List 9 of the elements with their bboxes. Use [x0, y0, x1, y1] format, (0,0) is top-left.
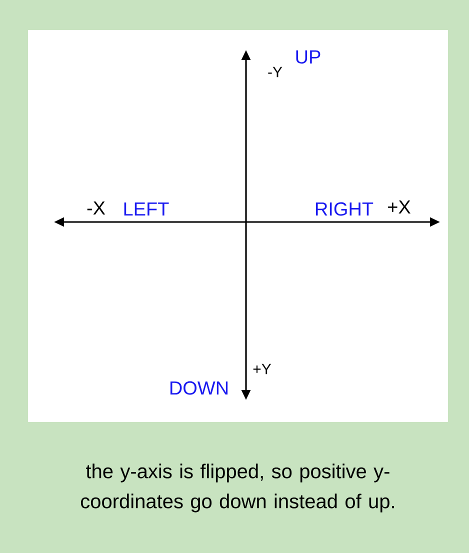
direction-label: DOWN	[170, 381, 228, 395]
axis-sign: +Y	[253, 364, 272, 374]
caption: the y-axis is flipped, so positive y-coordinates go down instead of up.	[80, 464, 394, 512]
axis-sign: -X	[87, 201, 106, 215]
axis-sign: +X	[388, 200, 410, 214]
direction-label: UP	[296, 50, 320, 64]
direction-label: RIGHT	[316, 202, 374, 216]
direction-label: LEFT	[124, 202, 169, 216]
axis-sign: -Y	[268, 66, 282, 78]
